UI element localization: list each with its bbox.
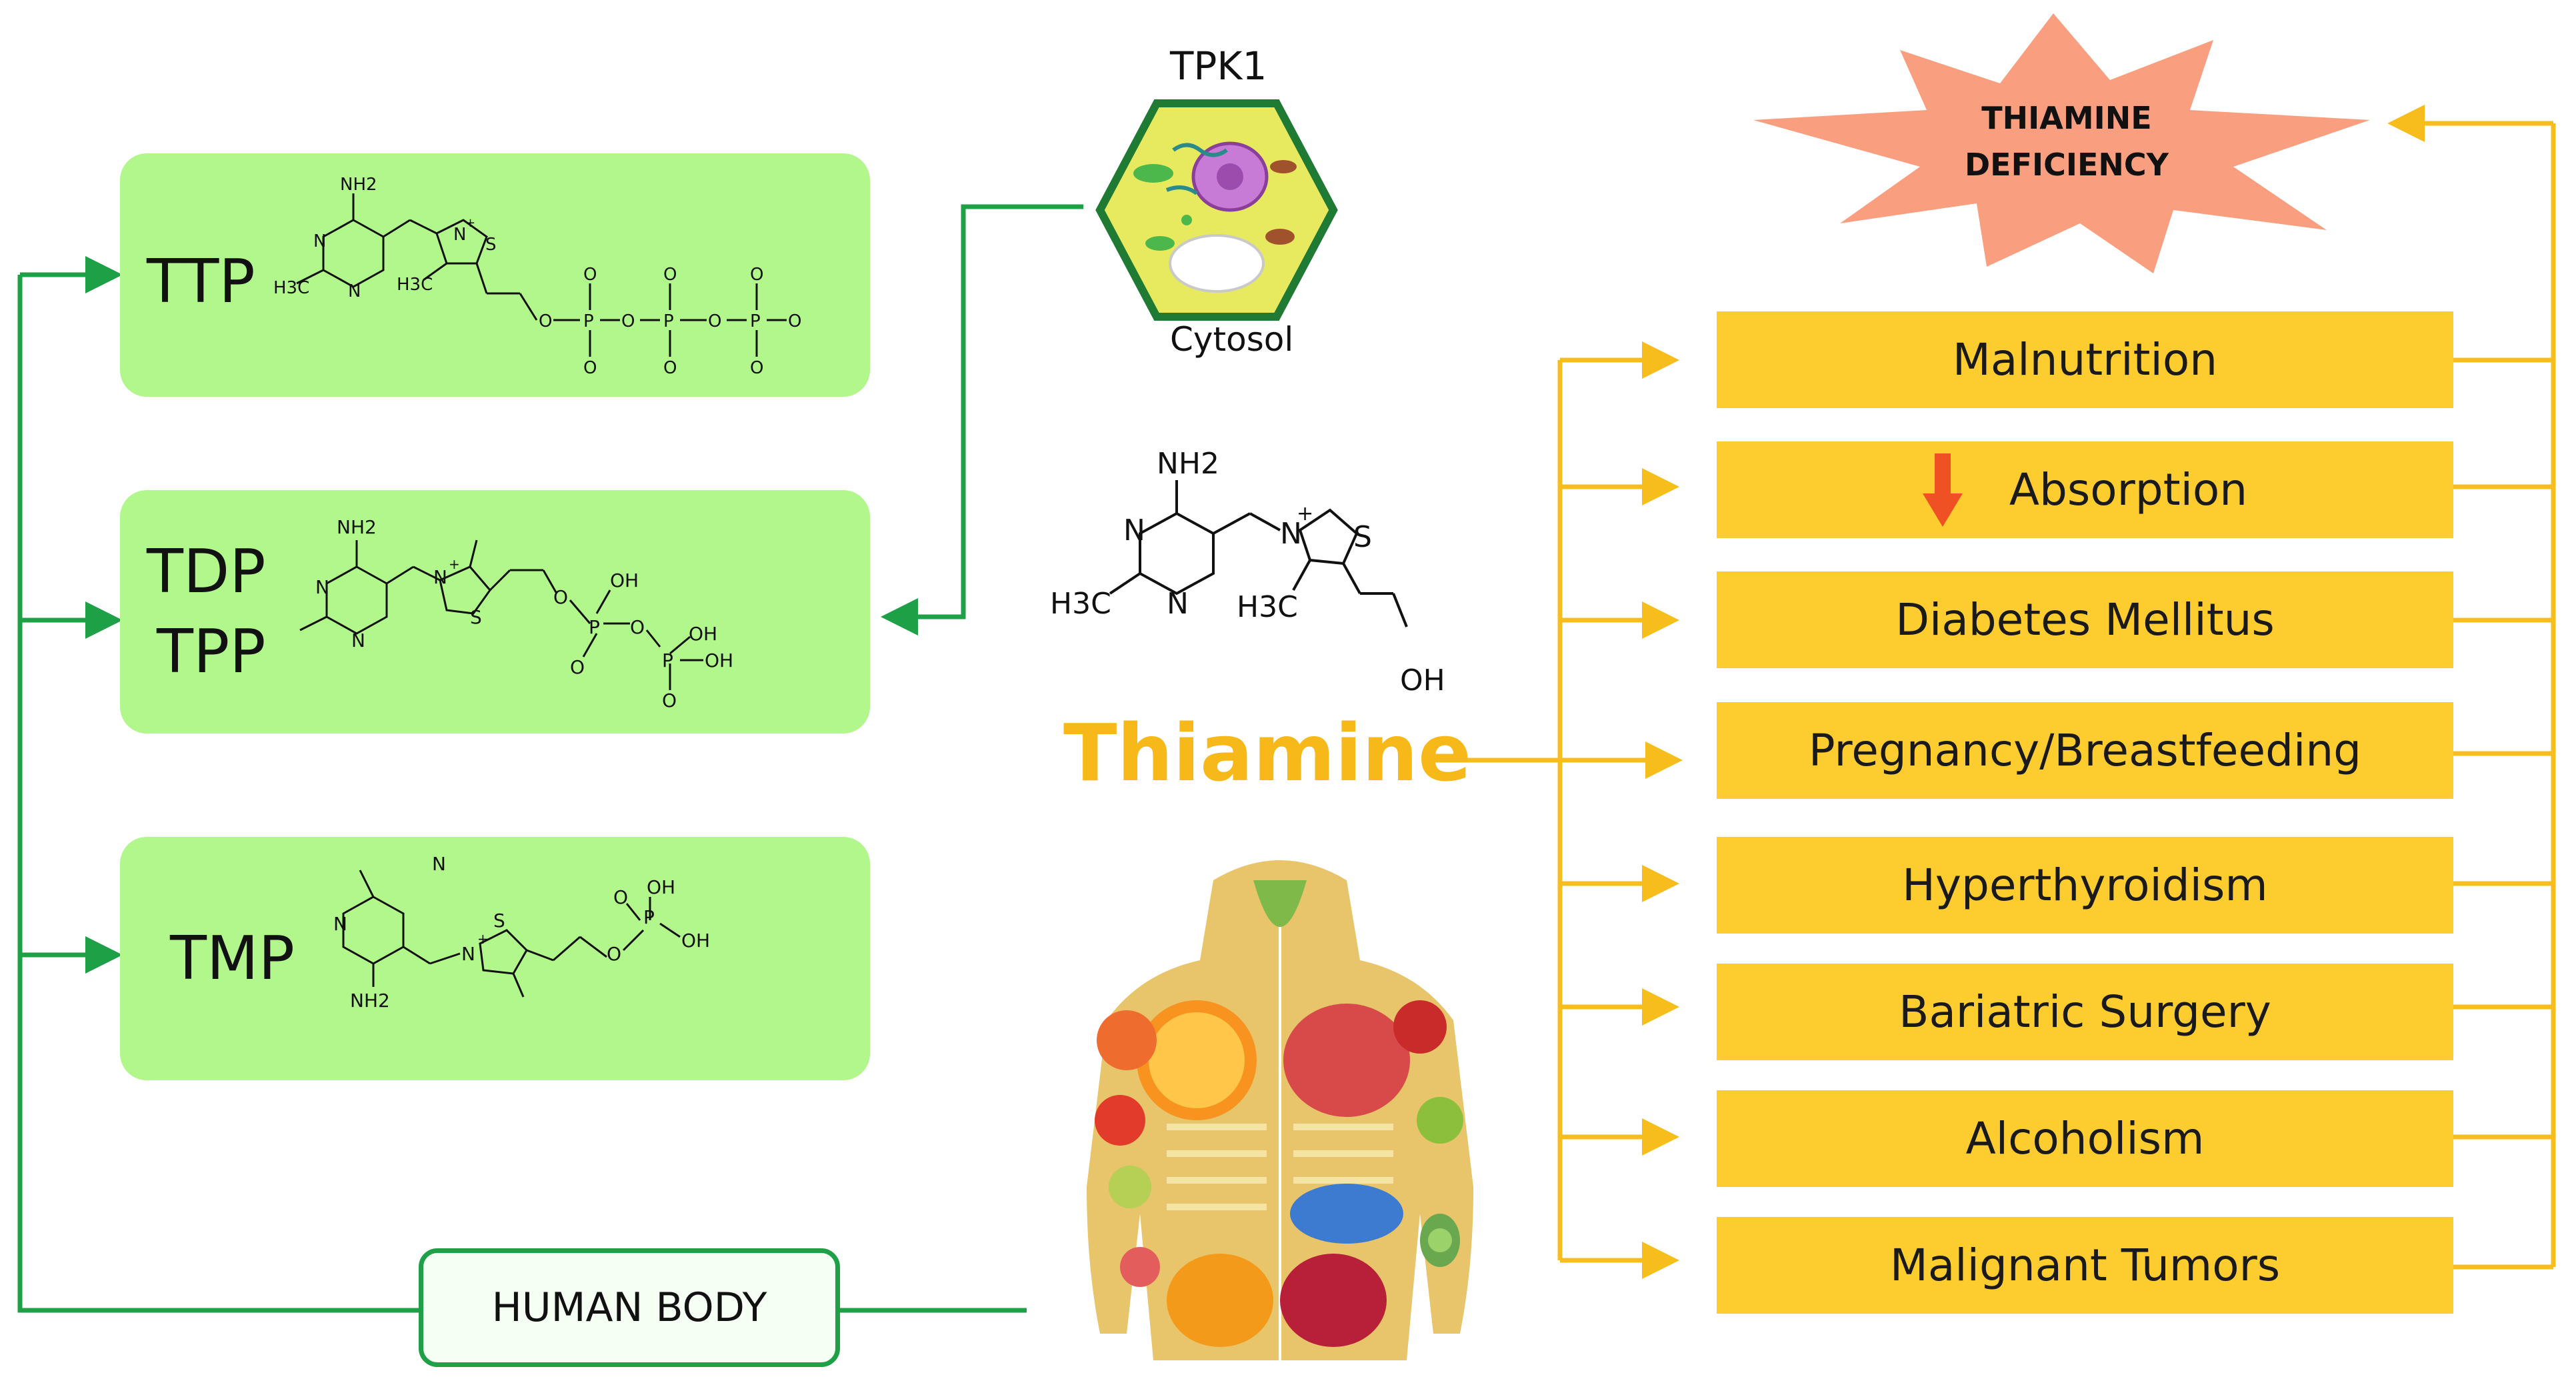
svg-text:H3C: H3C <box>273 278 309 298</box>
svg-text:P: P <box>662 649 673 671</box>
svg-text:N: N <box>1280 517 1302 551</box>
svg-text:O: O <box>630 616 645 638</box>
svg-text:N: N <box>351 629 365 651</box>
svg-text:O: O <box>570 656 585 678</box>
svg-text:O: O <box>539 311 552 331</box>
down-arrow-icon <box>1922 453 1963 527</box>
svg-text:P: P <box>663 311 674 331</box>
tdp-label: TDP <box>147 537 266 607</box>
svg-text:O: O <box>583 265 597 285</box>
svg-text:P: P <box>750 311 761 331</box>
svg-text:NH2: NH2 <box>337 516 377 538</box>
svg-text:O: O <box>613 886 628 908</box>
tdp-structure: NH2 N N N + S O OH P O O OH P OH O <box>299 516 733 712</box>
svg-text:OH: OH <box>689 623 717 645</box>
condition-absorption: Absorption <box>1717 441 2453 538</box>
svg-text:N: N <box>461 943 475 965</box>
condition-label: Malnutrition <box>1952 334 2218 385</box>
svg-text:S: S <box>493 910 505 932</box>
tmp-structure: N N NH2 N + S O P O OH OH <box>333 853 710 1012</box>
svg-text:NH2: NH2 <box>1157 447 1219 481</box>
svg-text:N: N <box>1167 587 1189 621</box>
condition-label: Bariatric Surgery <box>1899 986 2271 1038</box>
svg-text:O: O <box>621 311 635 331</box>
human-body-box: HUMAN BODY <box>419 1248 840 1367</box>
svg-text:S: S <box>470 606 482 628</box>
condition-label: Absorption <box>2009 464 2248 515</box>
svg-text:H3C: H3C <box>1050 587 1111 621</box>
svg-text:N: N <box>432 853 446 875</box>
deficiency-line2: DEFICIENCY <box>1965 147 2169 183</box>
svg-text:N: N <box>1123 513 1145 547</box>
ttp-box: TTP NH2 H3C <box>120 153 870 397</box>
svg-text:N: N <box>433 566 447 588</box>
svg-text:N: N <box>453 225 466 245</box>
svg-text:O: O <box>662 690 677 712</box>
svg-text:+: + <box>477 931 489 947</box>
svg-text:P: P <box>583 311 594 331</box>
svg-text:+: + <box>449 556 460 572</box>
svg-text:N: N <box>348 281 361 301</box>
human-body-illustration <box>1087 860 1473 1360</box>
thiamine-label: Thiamine <box>1063 707 1472 799</box>
svg-text:P: P <box>589 616 600 638</box>
svg-text:NH2: NH2 <box>350 990 390 1012</box>
svg-text:N: N <box>333 913 347 935</box>
svg-text:N: N <box>313 231 326 251</box>
svg-text:+: + <box>1297 502 1313 525</box>
svg-text:N: N <box>315 576 329 598</box>
condition-label: Malignant Tumors <box>1889 1240 2281 1291</box>
svg-text:S: S <box>485 235 497 255</box>
svg-text:H3C: H3C <box>1237 590 1298 624</box>
condition-label: Diabetes Mellitus <box>1895 594 2275 645</box>
tmp-label: TMP <box>170 924 295 994</box>
svg-text:O: O <box>583 358 597 378</box>
condition-label: Hyperthyroidism <box>1902 860 2268 911</box>
svg-text:OH: OH <box>705 649 733 671</box>
svg-text:OH: OH <box>1400 663 1445 698</box>
svg-text:O: O <box>663 265 677 285</box>
svg-text:O: O <box>708 311 721 331</box>
human-body-label: HUMAN BODY <box>491 1284 767 1331</box>
tpk1-label: TPK1 <box>1170 43 1267 89</box>
thiamine-structure: NH2 N N H3C N + S H3C OH <box>1050 447 1445 698</box>
condition-alcoholism: Alcoholism <box>1717 1090 2453 1187</box>
condition-malnutrition: Malnutrition <box>1717 311 2453 408</box>
svg-text:O: O <box>607 943 621 965</box>
svg-text:NH2: NH2 <box>340 175 377 195</box>
condition-hyperthyroidism: Hyperthyroidism <box>1717 837 2453 934</box>
condition-pregnancy: Pregnancy/Breastfeeding <box>1717 702 2453 799</box>
cytosol-label: Cytosol <box>1170 320 1294 359</box>
svg-text:O: O <box>553 586 568 608</box>
condition-label: Alcoholism <box>1965 1113 2205 1164</box>
ttp-label: TTP <box>147 247 255 317</box>
svg-text:+: + <box>465 216 475 230</box>
tpp-label: TPP <box>157 617 266 687</box>
tmp-box: TMP N N NH2 N + S O P O <box>120 837 870 1080</box>
svg-text:OH: OH <box>681 930 710 952</box>
svg-text:OH: OH <box>610 569 639 591</box>
condition-diabetes: Diabetes Mellitus <box>1717 571 2453 668</box>
svg-text:OH: OH <box>647 876 675 898</box>
condition-tumors: Malignant Tumors <box>1717 1217 2453 1314</box>
condition-bariatric: Bariatric Surgery <box>1717 964 2453 1060</box>
ttp-structure: NH2 H3C N N N + S H3C O P O P O P O O O … <box>273 175 801 378</box>
svg-text:O: O <box>663 358 677 378</box>
yellow-connectors <box>1437 105 2556 1279</box>
svg-text:P: P <box>643 906 655 928</box>
svg-text:H3C: H3C <box>397 275 433 295</box>
cell-icon <box>1095 99 1338 321</box>
green-bracket <box>17 204 1083 1313</box>
svg-text:O: O <box>750 358 763 378</box>
condition-label: Pregnancy/Breastfeeding <box>1808 725 2362 776</box>
svg-text:S: S <box>1353 520 1372 554</box>
tdp-box: TDP TPP NH2 N N N + <box>120 490 870 734</box>
deficiency-star: THIAMINE DEFICIENCY <box>1753 13 2370 273</box>
svg-text:O: O <box>750 265 763 285</box>
svg-text:O: O <box>788 311 801 331</box>
deficiency-line1: THIAMINE <box>1981 100 2151 136</box>
